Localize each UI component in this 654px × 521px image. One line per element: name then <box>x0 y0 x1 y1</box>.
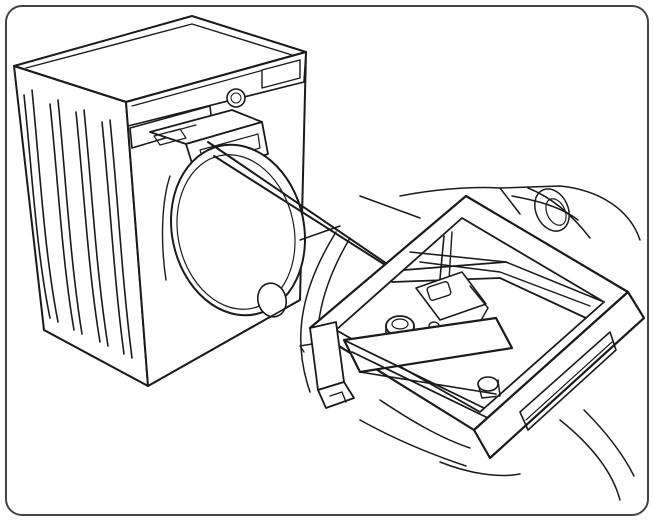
softener-compartment <box>415 271 487 321</box>
handle-grip <box>519 331 617 431</box>
drawer-latch <box>317 381 355 409</box>
drawer-tray <box>342 316 514 374</box>
drawer-handle <box>472 290 646 460</box>
filter-cover <box>256 282 288 318</box>
brand-plate <box>261 59 301 89</box>
detergent-drawer-icon <box>299 185 646 501</box>
washing-machine-icon <box>13 15 307 387</box>
program-knob <box>226 88 246 108</box>
door-porthole <box>170 143 306 317</box>
zoom-connector <box>207 141 413 283</box>
